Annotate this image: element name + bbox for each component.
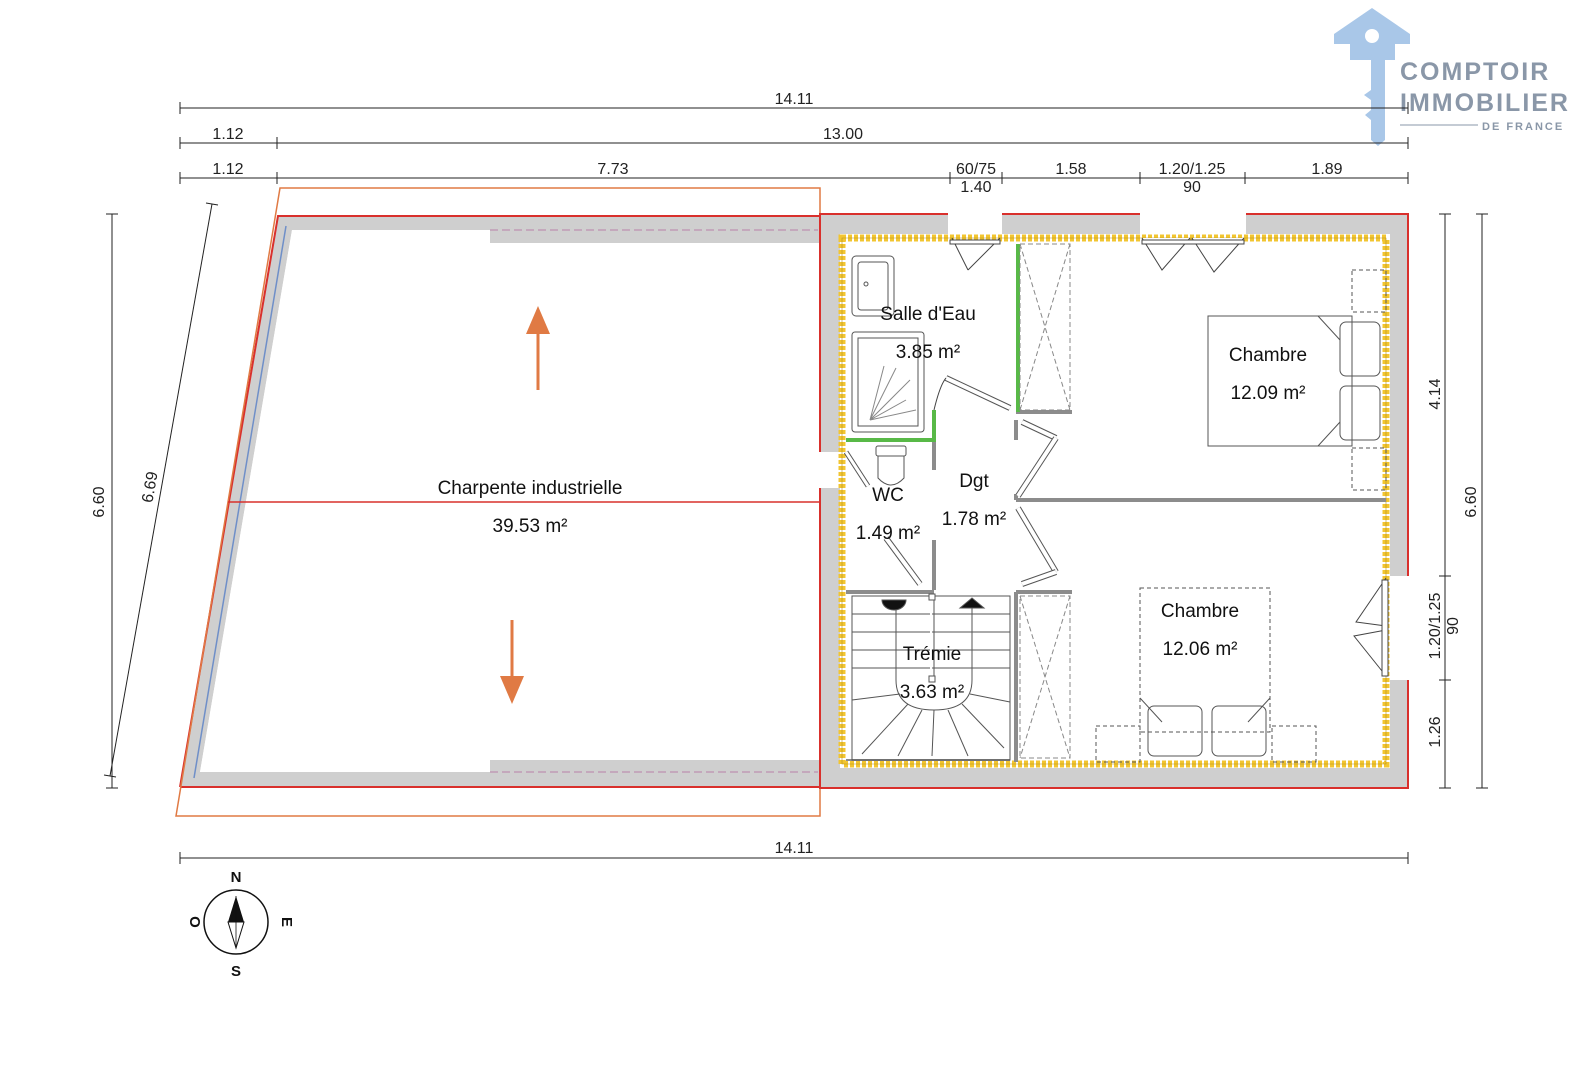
dim-bottom-total: 14.11 — [775, 840, 814, 857]
dim-right-total: 6.60 — [1463, 486, 1480, 517]
logo-line3: DE FRANCE — [1482, 121, 1564, 133]
bottom-dimension — [179, 852, 1409, 864]
dim-top-main: 13.00 — [823, 126, 863, 143]
dim-top-total: 14.11 — [775, 91, 814, 108]
room-name-bedroom1: Chambre — [1229, 345, 1307, 366]
left-dimensions — [103, 202, 219, 789]
dim-seg-left: 1.12 — [212, 161, 243, 178]
room-name-wc: WC — [872, 485, 904, 506]
dim-top-left: 1.12 — [212, 126, 243, 143]
compass-e: E — [278, 917, 295, 927]
dim-left-diagonal: 6.69 — [139, 470, 161, 504]
room-area-wc: 1.49 m² — [856, 523, 920, 544]
company-logo: COMPTOIR IMMOBILIER DE FRANCE — [1334, 8, 1570, 146]
logo-line1: COMPTOIR — [1400, 58, 1550, 86]
dim-right-upper: 4.14 — [1427, 378, 1444, 409]
compass-icon — [203, 889, 269, 955]
dim-seg-attic: 7.73 — [597, 161, 628, 178]
dim-seg-window-sub: 90 — [1183, 179, 1201, 196]
dim-seg-door: 60/75 — [956, 161, 996, 178]
right-dimensions — [1439, 213, 1488, 789]
dim-right-lower: 1.26 — [1427, 716, 1444, 747]
dim-seg-door-sub: 1.40 — [960, 179, 991, 196]
room-name-bathroom: Salle d'Eau — [880, 304, 976, 325]
compass-n: N — [231, 869, 242, 886]
slope-arrow-down — [500, 620, 524, 704]
logo-line2: IMMOBILIER — [1400, 89, 1570, 117]
doors — [843, 237, 1389, 677]
dim-right-window: 1.20/1.25 — [1427, 593, 1444, 660]
room-name-stairs: Trémie — [903, 644, 961, 665]
dim-seg-mid: 1.58 — [1055, 161, 1086, 178]
staircase — [851, 593, 1011, 761]
dim-seg-right: 1.89 — [1311, 161, 1342, 178]
room-area-attic: 39.53 m² — [493, 516, 568, 537]
attic-area — [175, 187, 821, 817]
bedroom-furniture — [1095, 269, 1387, 763]
dim-left-height: 6.60 — [91, 486, 108, 517]
room-area-stairs: 3.63 m² — [900, 682, 964, 703]
wardrobes — [1019, 243, 1071, 759]
bathroom-fixtures — [851, 255, 925, 486]
room-name-hall: Dgt — [959, 471, 989, 492]
room-area-bathroom: 3.85 m² — [896, 342, 960, 363]
room-area-bedroom1: 12.09 m² — [1231, 383, 1306, 404]
partitions-green — [846, 244, 1020, 442]
top-dimensions — [179, 102, 1409, 184]
compass-s: S — [231, 963, 241, 980]
room-name-bedroom2: Chambre — [1161, 601, 1239, 622]
room-area-bedroom2: 12.06 m² — [1163, 639, 1238, 660]
slope-arrow-up — [526, 306, 550, 390]
room-name-attic: Charpente industrielle — [438, 478, 623, 499]
room-area-hall: 1.78 m² — [942, 509, 1006, 530]
dim-right-window-sub: 90 — [1445, 617, 1462, 635]
key-house-icon — [1334, 8, 1410, 146]
dim-seg-window: 1.20/1.25 — [1159, 161, 1226, 178]
compass-w: O — [186, 916, 203, 928]
